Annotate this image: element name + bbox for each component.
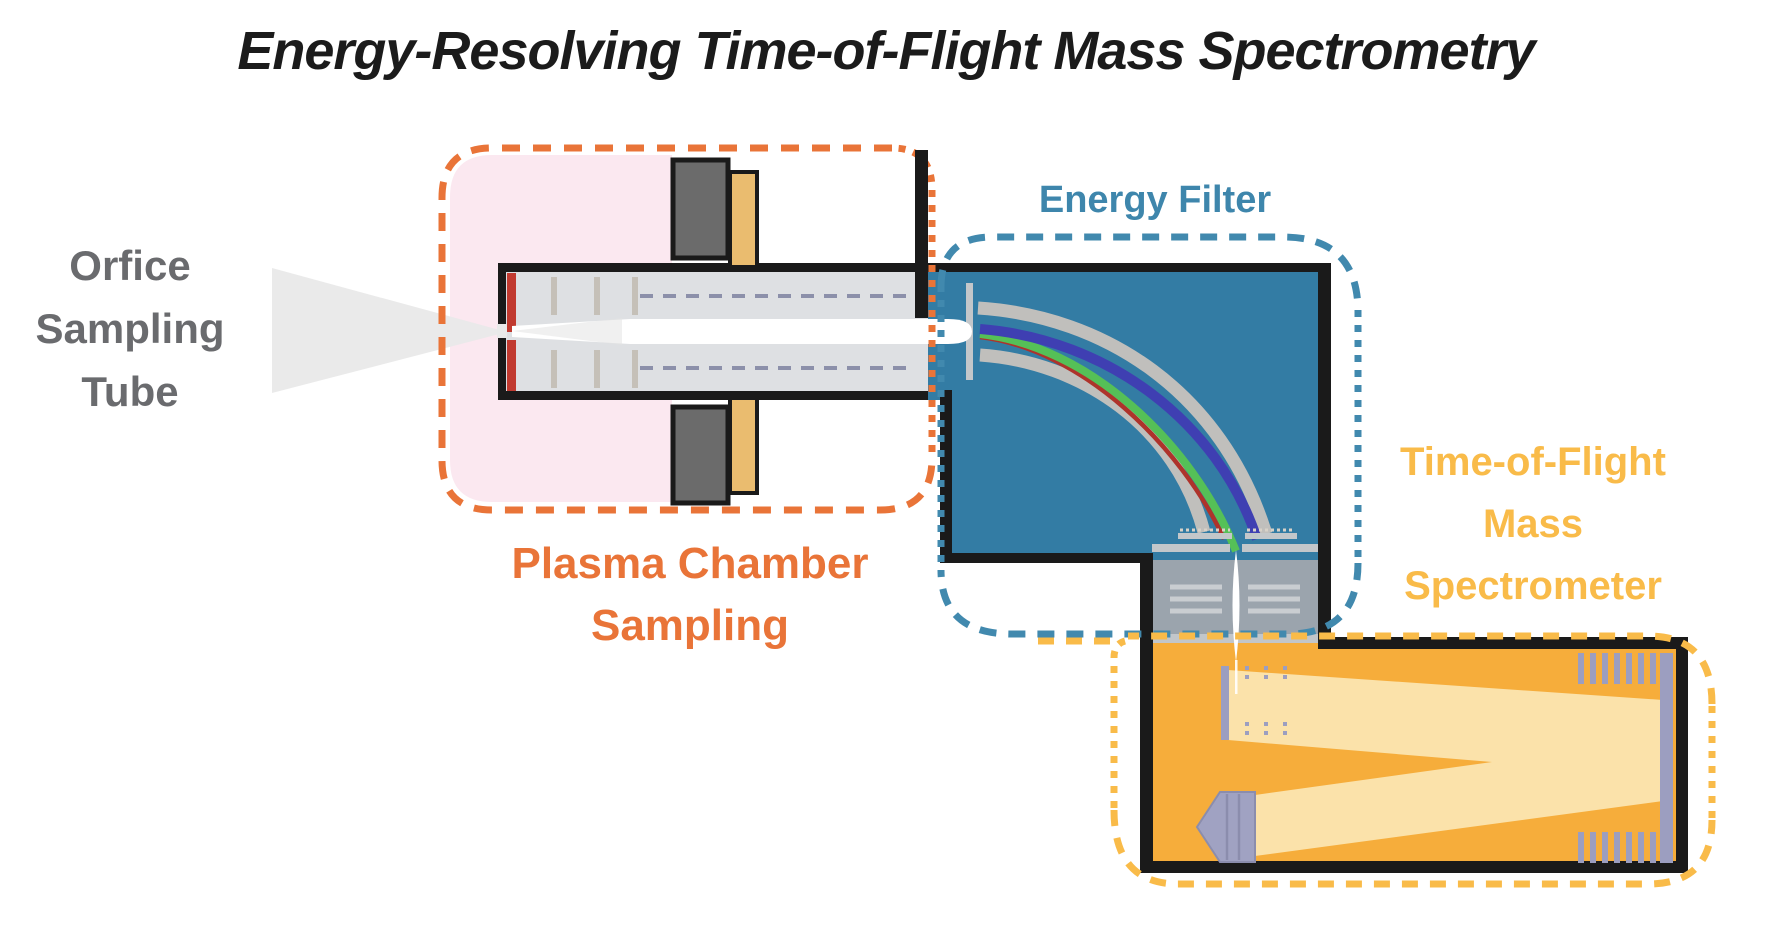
tof-top-wall — [1318, 637, 1688, 649]
tof-region-outline-bottom — [1110, 809, 1716, 888]
tof-label-line2: Mass — [1482, 502, 1584, 546]
chamber-bottom-wall — [940, 553, 1153, 563]
ion-path-green — [979, 330, 1240, 553]
orifice-label-line2: Sampling — [35, 305, 225, 352]
chamber-right-wall — [1318, 263, 1331, 649]
ion-detector — [1195, 791, 1256, 863]
tof-region-outline-left — [1110, 637, 1127, 812]
energy-filter-label: Energy Filter — [1038, 179, 1272, 221]
tube-lens-ticks — [551, 277, 638, 388]
plasma-chamber-sampling-label: Plasma Chamber Sampling — [440, 533, 940, 657]
orifice-gap — [497, 324, 507, 338]
tof-right-wall — [1676, 637, 1688, 873]
filter-region-outline-bottom — [937, 562, 1362, 638]
chamber-top-wall — [915, 263, 1330, 272]
plasma-region-outline-right — [891, 144, 936, 452]
tube-red-electrode-top — [507, 273, 516, 332]
orifice-sampling-tube-label: Orfice Sampling Tube — [10, 234, 250, 423]
flange-tan-bottom — [728, 396, 759, 495]
extraction-grid-dots — [1245, 666, 1287, 740]
flange-dark-top — [670, 157, 731, 261]
flange-tan-top — [728, 170, 759, 269]
exit-slit-plates — [1152, 528, 1318, 552]
flange-dark-bottom — [670, 404, 731, 506]
tof-region-outline-top — [1032, 632, 1716, 705]
page-title: Energy-Resolving Time-of-Flight Mass Spe… — [237, 21, 1535, 81]
orifice-label-line1: Orfice — [69, 242, 191, 289]
ion-focus-tail — [1235, 660, 1238, 694]
filter-region-outline-top — [937, 233, 1362, 313]
tof-flight-beam — [1228, 670, 1663, 856]
outer-electrode-arc — [977, 301, 1273, 536]
plasma-region-outline — [438, 144, 936, 514]
reflectron-grid-top — [1578, 653, 1656, 684]
tof-left-wall — [1140, 556, 1153, 873]
orifice-label-line3: Tube — [81, 368, 179, 415]
reflectron-grid-bottom — [1578, 832, 1656, 863]
tube-red-electrode-bottom — [507, 340, 516, 391]
vacuum-flanges — [670, 157, 759, 506]
tof-label-line1: Time-of-Flight — [1400, 440, 1666, 484]
junction-wall — [915, 150, 928, 318]
ion-path-blue — [979, 324, 1262, 541]
reflectron-back-plate — [1660, 653, 1673, 863]
chamber-left-wall — [940, 390, 952, 563]
tof-label-line3: Spectrometer — [1404, 564, 1662, 608]
ion-channel — [512, 319, 972, 344]
plasma-label-line1: Plasma Chamber — [511, 539, 869, 588]
sample-beam-cone — [272, 268, 507, 393]
tof-mass-spectrometer-label: Time-of-Flight Mass Spectrometer — [1333, 431, 1733, 617]
expansion-cone — [512, 318, 622, 345]
extraction-plate — [1221, 666, 1229, 740]
tof-bottom-wall — [1140, 861, 1688, 873]
plasma-label-line2: Sampling — [590, 601, 790, 650]
